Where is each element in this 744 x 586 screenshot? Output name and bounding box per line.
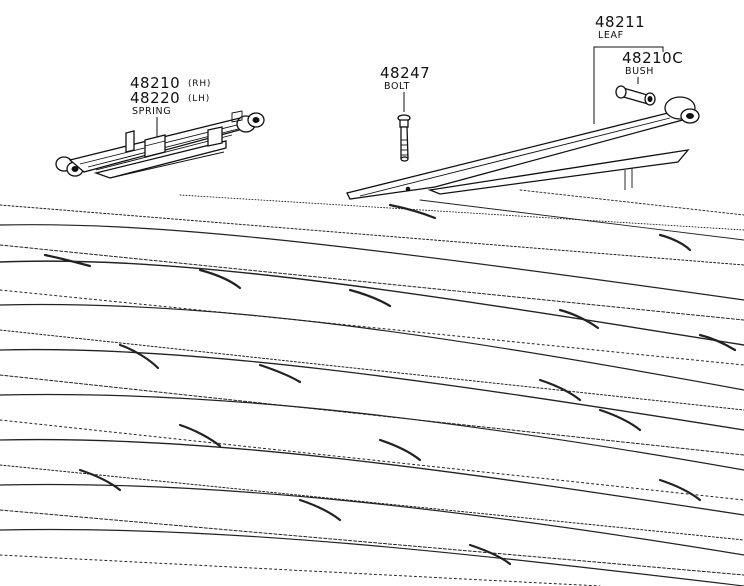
bolt-part-number: 48247 <box>380 64 430 82</box>
spring-part-name: SPRING <box>132 106 171 117</box>
leaf-callout: 48211 LEAF <box>593 13 664 124</box>
bolt-part-name: BOLT <box>384 81 410 92</box>
spring-rh-side-label: (RH) <box>188 79 211 89</box>
spring-rh-part-number: 48210 <box>130 74 180 92</box>
single-leaf-drawing <box>346 96 700 200</box>
bolt-callout: 48247 BOLT <box>380 64 430 112</box>
leaf-part-number: 48211 <box>595 13 645 31</box>
spring-lh-side-label: (LH) <box>188 94 210 104</box>
bush-part-number: 48210C <box>622 49 683 67</box>
bush-part-name: BUSH <box>625 66 654 77</box>
bolt-drawing <box>397 114 411 162</box>
leaf-part-name: LEAF <box>598 30 624 41</box>
scan-artifact-streaks <box>0 189 744 586</box>
leaf-leader-line <box>593 46 664 124</box>
bush-callout: 48210C BUSH <box>622 49 683 84</box>
spring-callout: 48210 (RH) 48220 (LH) SPRING <box>130 74 211 138</box>
leaf-spring-assembly-drawing <box>55 110 265 179</box>
bush-drawing <box>615 85 656 106</box>
spring-lh-part-number: 48220 <box>130 89 180 107</box>
